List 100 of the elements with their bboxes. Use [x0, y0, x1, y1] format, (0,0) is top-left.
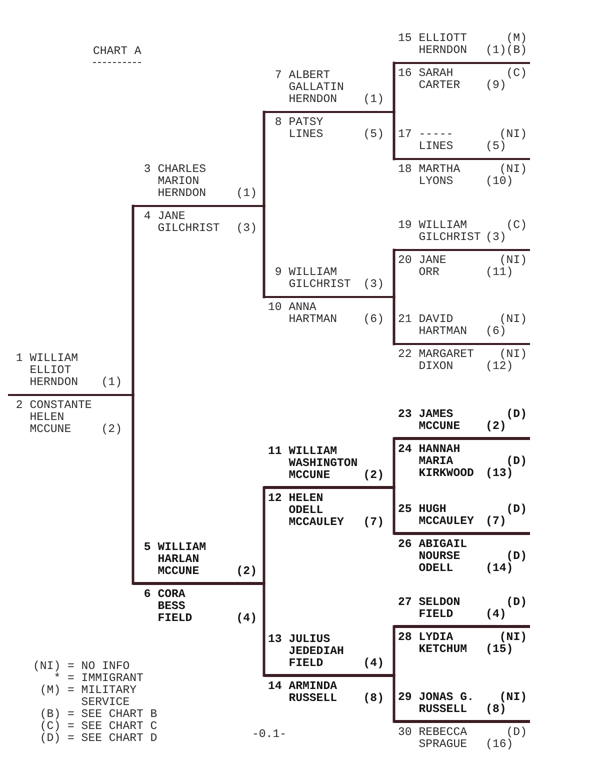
- status-code: (D): [506, 551, 527, 563]
- status-code: (D): [506, 504, 527, 516]
- person-name: JULIUS JEDEDIAH FIELD: [288, 634, 344, 670]
- status-code: (C): [506, 220, 527, 232]
- ancestor-number: 20: [398, 255, 412, 267]
- pedigree-connector: [392, 62, 396, 114]
- status-code: (NI): [499, 314, 527, 326]
- person-name: HUGH MCCAULEY: [418, 504, 474, 528]
- status-code: (D): [506, 727, 527, 739]
- person-name: WILLIAM WASHINGTON MCCUNE: [288, 446, 358, 482]
- status-code: (NI): [499, 164, 527, 176]
- pedigree-entry: [394, 314, 530, 345]
- person-name: CHARLES MARION HERNDON: [158, 164, 206, 200]
- family-number: (1)(B): [486, 45, 528, 57]
- pedigree-entry: [394, 129, 530, 160]
- pedigree-entry: [264, 446, 394, 489]
- pedigree-connector: [392, 486, 396, 535]
- ancestor-number: 3: [142, 164, 151, 176]
- pedigree-connector: [262, 486, 266, 585]
- family-number: (3): [236, 223, 257, 235]
- status-code: (NI): [499, 632, 527, 644]
- status-code: (C): [506, 68, 527, 80]
- pedigree-connector: [392, 625, 396, 677]
- family-number: (6): [363, 314, 384, 326]
- pedigree-connector: [392, 296, 396, 346]
- family-number: (16): [486, 739, 514, 751]
- ancestor-number: 30: [398, 727, 412, 739]
- family-number: (7): [363, 517, 384, 529]
- ancestor-number: 15: [398, 33, 412, 45]
- family-number: (3): [363, 279, 384, 291]
- pedigree-entry: [264, 634, 394, 677]
- family-number: (11): [486, 267, 514, 279]
- family-number: (15): [486, 644, 514, 656]
- family-number: (1): [363, 94, 384, 106]
- person-name: PATSY LINES: [288, 117, 324, 141]
- pedigree-connector: [262, 110, 266, 208]
- page-number: -0.1-: [252, 729, 287, 741]
- person-name: SARAH CARTER: [418, 68, 460, 92]
- person-name: CONSTANTE HELEN MCCUNE: [30, 400, 92, 436]
- ancestor-number: 4: [142, 211, 151, 223]
- pedigree-entry: [264, 70, 394, 113]
- key-entry: (D) = SEE CHART D: [38, 733, 158, 745]
- pedigree-connector: [392, 437, 396, 489]
- pedigree-entry: [394, 220, 530, 251]
- person-name: JANE ORR: [418, 255, 446, 279]
- pedigree-entry: [394, 597, 530, 628]
- ancestor-number: 29: [398, 692, 412, 704]
- ancestor-number: 16: [398, 68, 412, 80]
- ancestor-number: 6: [142, 589, 151, 601]
- family-number: (7): [486, 516, 506, 528]
- status-code: (M): [506, 33, 527, 45]
- person-name: LYDIA KETCHUM: [418, 632, 467, 656]
- family-number: (5): [486, 141, 506, 153]
- person-name: ARMINDA RUSSELL: [288, 681, 337, 705]
- ancestor-number: 25: [398, 504, 412, 516]
- ancestor-number: 24: [398, 444, 412, 456]
- person-name: CORA BESS FIELD: [158, 589, 192, 625]
- family-number: (8): [486, 704, 506, 716]
- pedigree-entry: [394, 33, 530, 64]
- person-name: DAVID HARTMAN: [418, 314, 467, 338]
- status-code: (D): [506, 597, 527, 609]
- pedigree-entry: [133, 164, 264, 207]
- person-name: WILLIAM ELLIOT HERNDON: [30, 353, 78, 389]
- family-number: (9): [486, 80, 506, 92]
- status-code: (NI): [499, 349, 527, 361]
- status-code: (D): [506, 409, 527, 421]
- pedigree-connector: [392, 674, 396, 723]
- key-entry: (NI) = NO INFO: [33, 661, 131, 673]
- person-name: WILLIAM HARLAN MCCUNE: [158, 542, 206, 578]
- family-number: (6): [486, 326, 506, 338]
- key-entry: * = IMMIGRANT: [54, 673, 144, 685]
- family-number: (1): [101, 377, 122, 389]
- ancestor-number: 11: [268, 446, 282, 458]
- family-number: (13): [486, 468, 514, 480]
- pedigree-entry: [394, 409, 530, 440]
- status-code: (NI): [499, 255, 527, 267]
- person-name: ALBERT GALLATIN HERNDON: [288, 70, 344, 106]
- ancestor-number: 8: [274, 117, 282, 129]
- ancestor-number: 10: [268, 302, 282, 314]
- ancestor-number: 23: [398, 409, 412, 421]
- ancestor-number: 1: [14, 353, 23, 365]
- ancestor-number: 19: [398, 220, 412, 232]
- person-name: JANE GILCHRIST: [158, 211, 220, 235]
- ancestor-number: 18: [398, 164, 412, 176]
- ancestor-number: 13: [268, 634, 282, 646]
- family-number: (2): [101, 424, 122, 436]
- person-name: ABIGAIL NOURSE ODELL: [418, 539, 467, 575]
- person-name: WILLIAM GILCHRIST: [418, 220, 481, 244]
- pedigree-connector: [262, 582, 266, 677]
- status-code: (D): [506, 456, 527, 468]
- person-name: MARGARET DIXON: [418, 349, 474, 373]
- family-number: (4): [236, 613, 257, 625]
- pedigree-entry: [394, 692, 530, 723]
- ancestor-number: 7: [274, 70, 282, 82]
- ancestor-number: 5: [142, 542, 151, 554]
- pedigree-entry: [133, 542, 264, 585]
- family-number: (2): [236, 566, 257, 578]
- key-entry: (C) = SEE CHART C: [38, 721, 158, 733]
- person-name: REBECCA SPRAGUE: [418, 727, 467, 751]
- person-name: ELLIOTT HERNDON: [418, 33, 467, 57]
